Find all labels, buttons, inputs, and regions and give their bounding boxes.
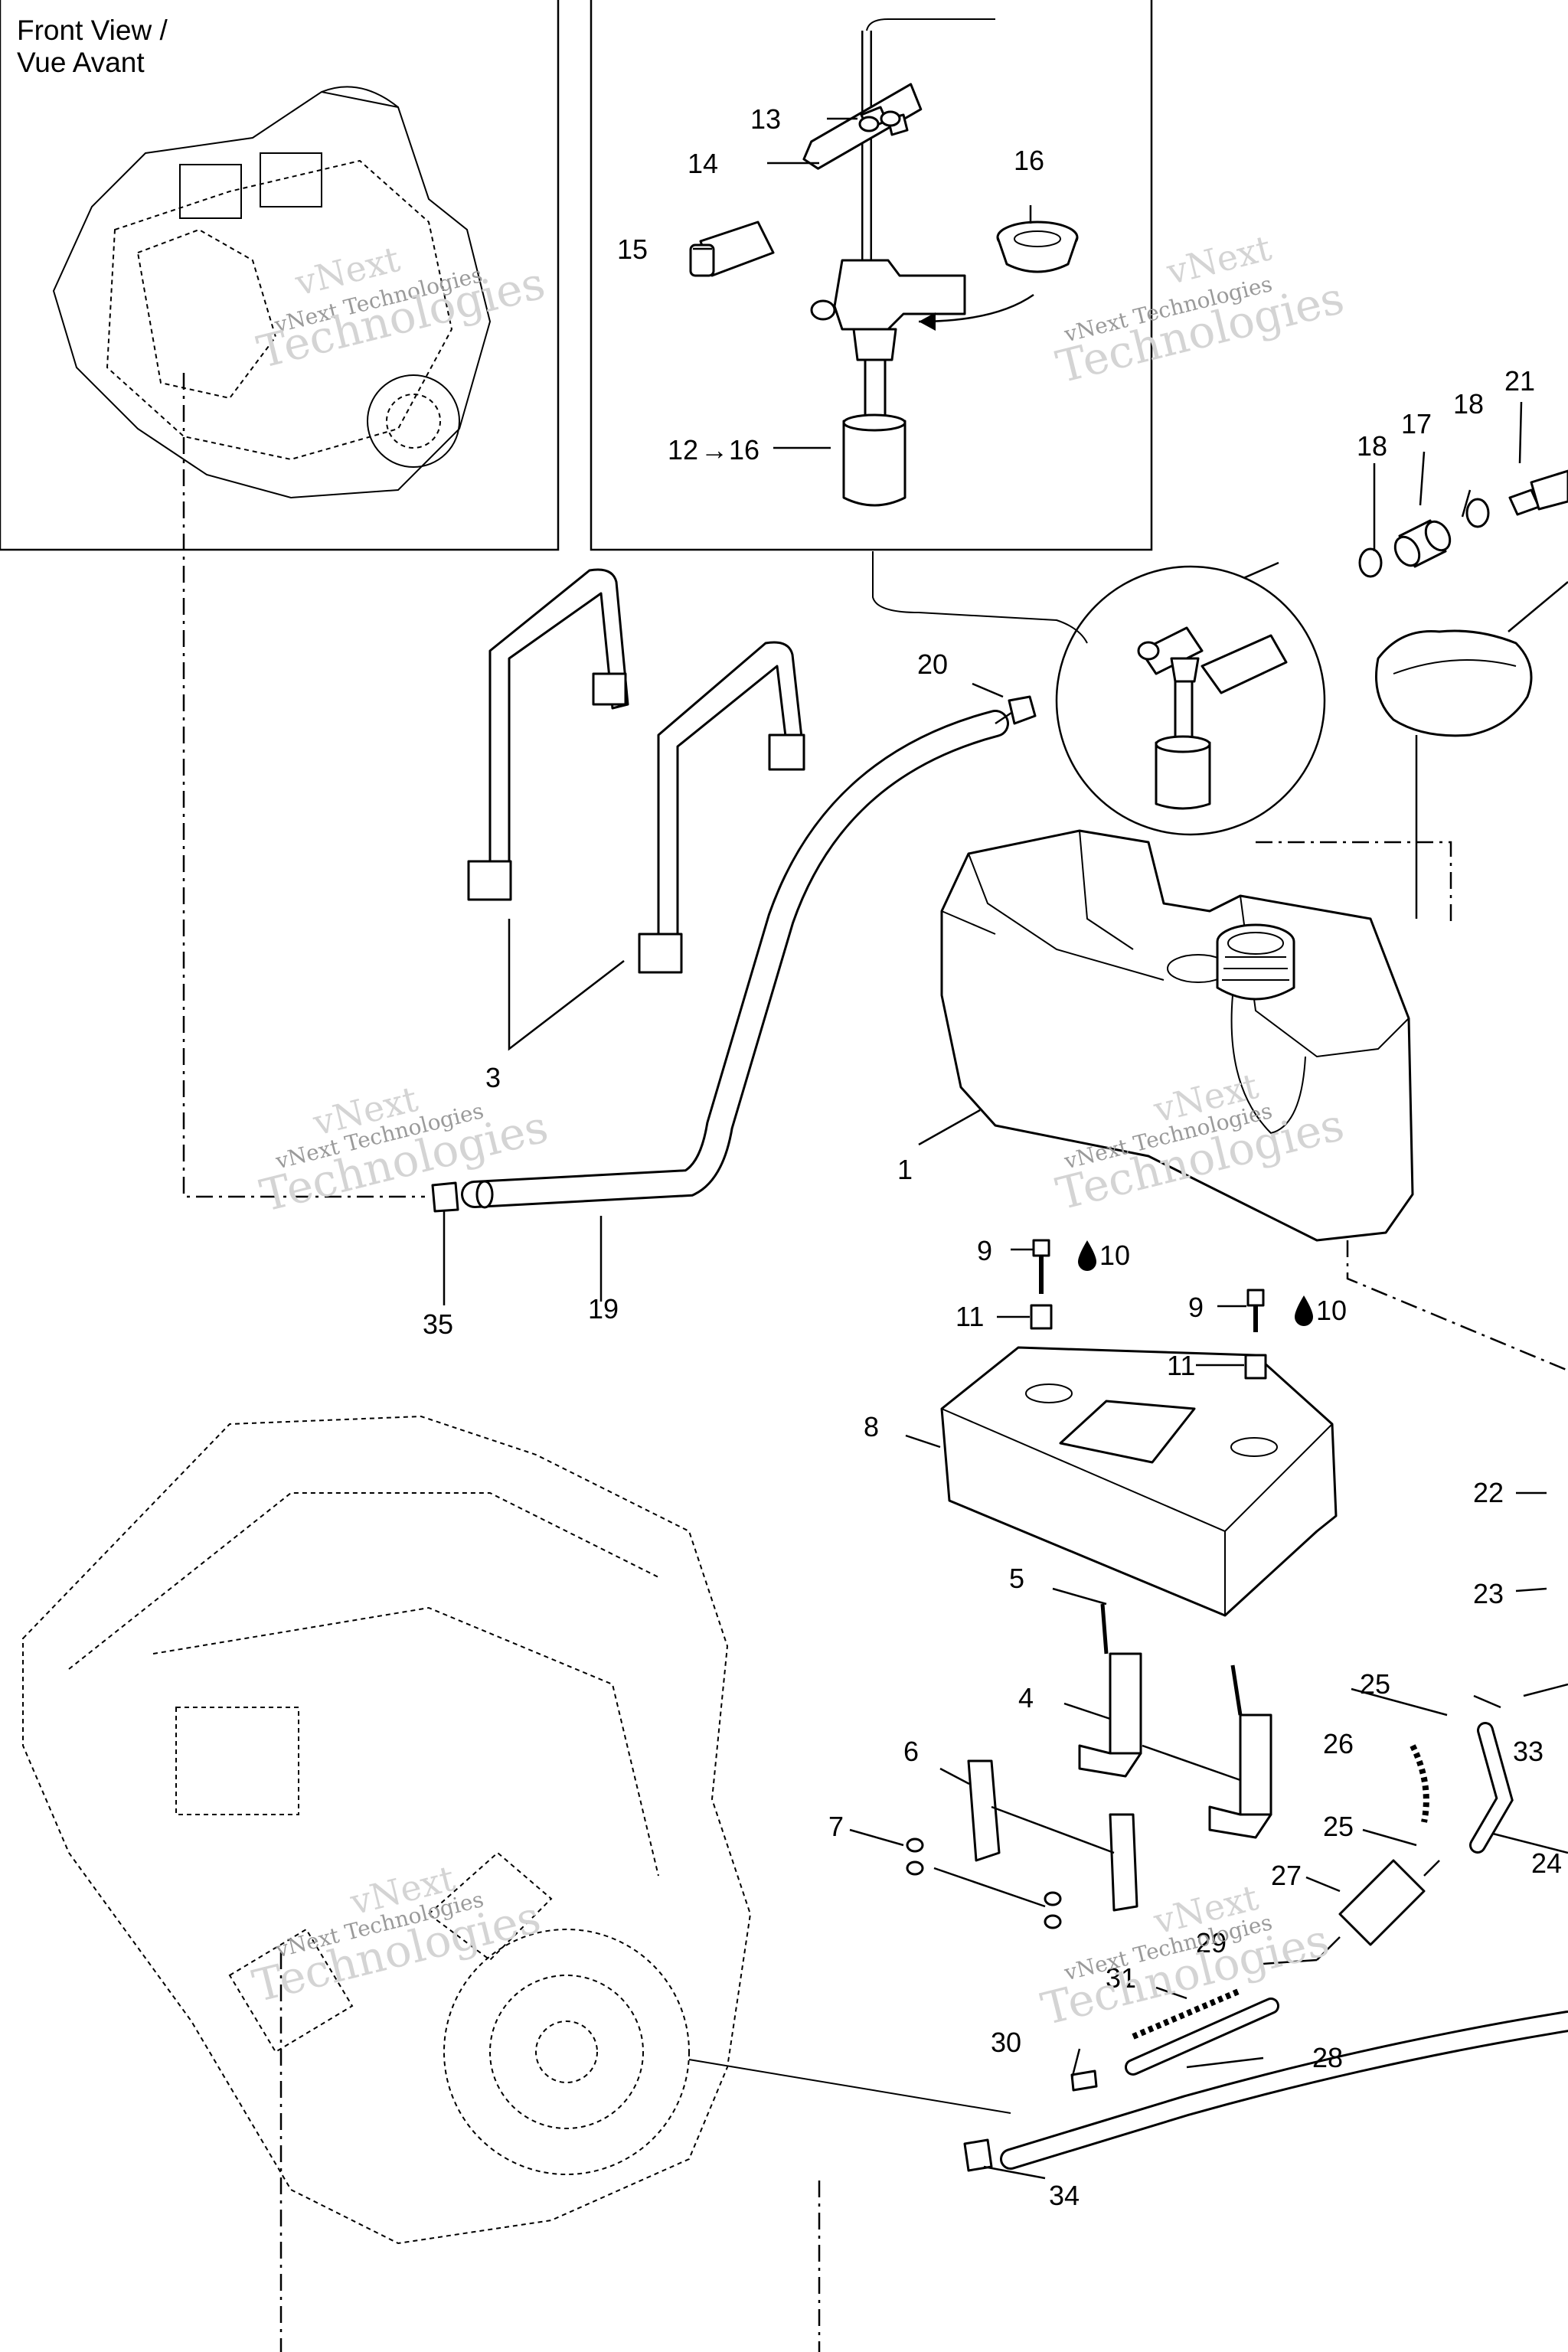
callout-11-left: 11 — [956, 1301, 984, 1332]
dashed-guide-lines — [182, 373, 1568, 1372]
callout-9-right: 9 — [1188, 1292, 1204, 1323]
callout-13: 13 — [750, 103, 781, 135]
droplet-icons — [1078, 1240, 1313, 1326]
level-sensor-panel — [590, 0, 1153, 551]
droplet-icon — [1295, 1295, 1313, 1326]
watermark: vNext vNext Technologies Technologies — [252, 238, 550, 378]
mounting-brackets — [906, 1603, 1272, 1929]
callout-21: 21 — [1504, 365, 1535, 397]
watermarks: vNext vNext Technologies Technologies vN… — [247, 227, 1349, 2035]
callout-30: 30 — [991, 2027, 1021, 2058]
engine-assembly-drawing — [22, 1415, 1011, 2352]
callout-34: 34 — [1049, 2180, 1080, 2211]
fuel-hose-19 — [431, 695, 1037, 1213]
callout-7: 7 — [828, 1811, 844, 1842]
callout-10-right: 10 — [1316, 1295, 1347, 1326]
watermark: vNext vNext Technologies Technologies — [1051, 227, 1349, 393]
zoom-detail-circle — [872, 551, 1326, 836]
upper-right-parts — [1358, 469, 1568, 737]
callout-10-left: 10 — [1099, 1240, 1130, 1271]
callout-31: 31 — [1106, 1962, 1136, 1994]
callout-29: 29 — [1196, 1927, 1227, 1958]
retaining-straps — [467, 568, 805, 1051]
watermark: vNext vNext Technologies Technologies — [247, 1857, 545, 2013]
callout-25-top: 25 — [1360, 1668, 1390, 1700]
callout-labels: 13 14 15 16 12 → 16 18 17 18 21 20 3 1 3… — [423, 103, 1562, 2211]
callout-12: 12 — [668, 434, 698, 466]
callout-arrow: → — [701, 434, 728, 466]
callout-20: 20 — [917, 648, 948, 680]
callout-27: 27 — [1271, 1860, 1302, 1891]
callout-14: 14 — [688, 148, 718, 179]
callout-leader-lines — [443, 117, 1568, 2180]
callout-25-bottom: 25 — [1323, 1811, 1354, 1842]
callout-22: 22 — [1473, 1477, 1504, 1508]
callout-8: 8 — [864, 1411, 879, 1442]
callout-5: 5 — [1009, 1563, 1024, 1594]
fuel-filter-and-hoses — [818, 1722, 1568, 2352]
callout-18-left: 18 — [1357, 430, 1387, 462]
tank-support — [940, 1346, 1338, 1617]
front-view-panel: Front View / Vue Avant — [0, 0, 560, 551]
callout-9-left: 9 — [977, 1235, 992, 1266]
callout-11-right: 11 — [1167, 1350, 1195, 1381]
oil-tank — [940, 829, 1414, 1242]
callout-23: 23 — [1473, 1578, 1504, 1609]
callout-15: 15 — [617, 234, 648, 265]
level-sensor-drawing — [689, 18, 1079, 507]
front-view-label-en: Front View / — [17, 15, 168, 46]
callout-24: 24 — [1531, 1847, 1562, 1879]
droplet-icon — [1078, 1240, 1096, 1271]
callout-3: 3 — [485, 1062, 501, 1093]
engine-front-view-drawing — [52, 86, 492, 499]
callout-16: 16 — [1014, 145, 1044, 176]
callout-19: 19 — [588, 1293, 619, 1325]
callout-4: 4 — [1018, 1682, 1034, 1713]
callout-26: 26 — [1323, 1728, 1354, 1759]
callout-18-right: 18 — [1453, 388, 1484, 420]
callout-6: 6 — [903, 1736, 919, 1767]
callout-35: 35 — [423, 1308, 453, 1340]
callout-28: 28 — [1312, 2042, 1343, 2073]
screws-and-spacers — [1030, 1239, 1267, 1380]
callout-33: 33 — [1513, 1736, 1544, 1767]
callout-17: 17 — [1401, 408, 1432, 439]
callout-12-16: 16 — [729, 434, 760, 466]
callout-1: 1 — [897, 1154, 913, 1185]
front-view-label-fr: Vue Avant — [17, 47, 145, 78]
